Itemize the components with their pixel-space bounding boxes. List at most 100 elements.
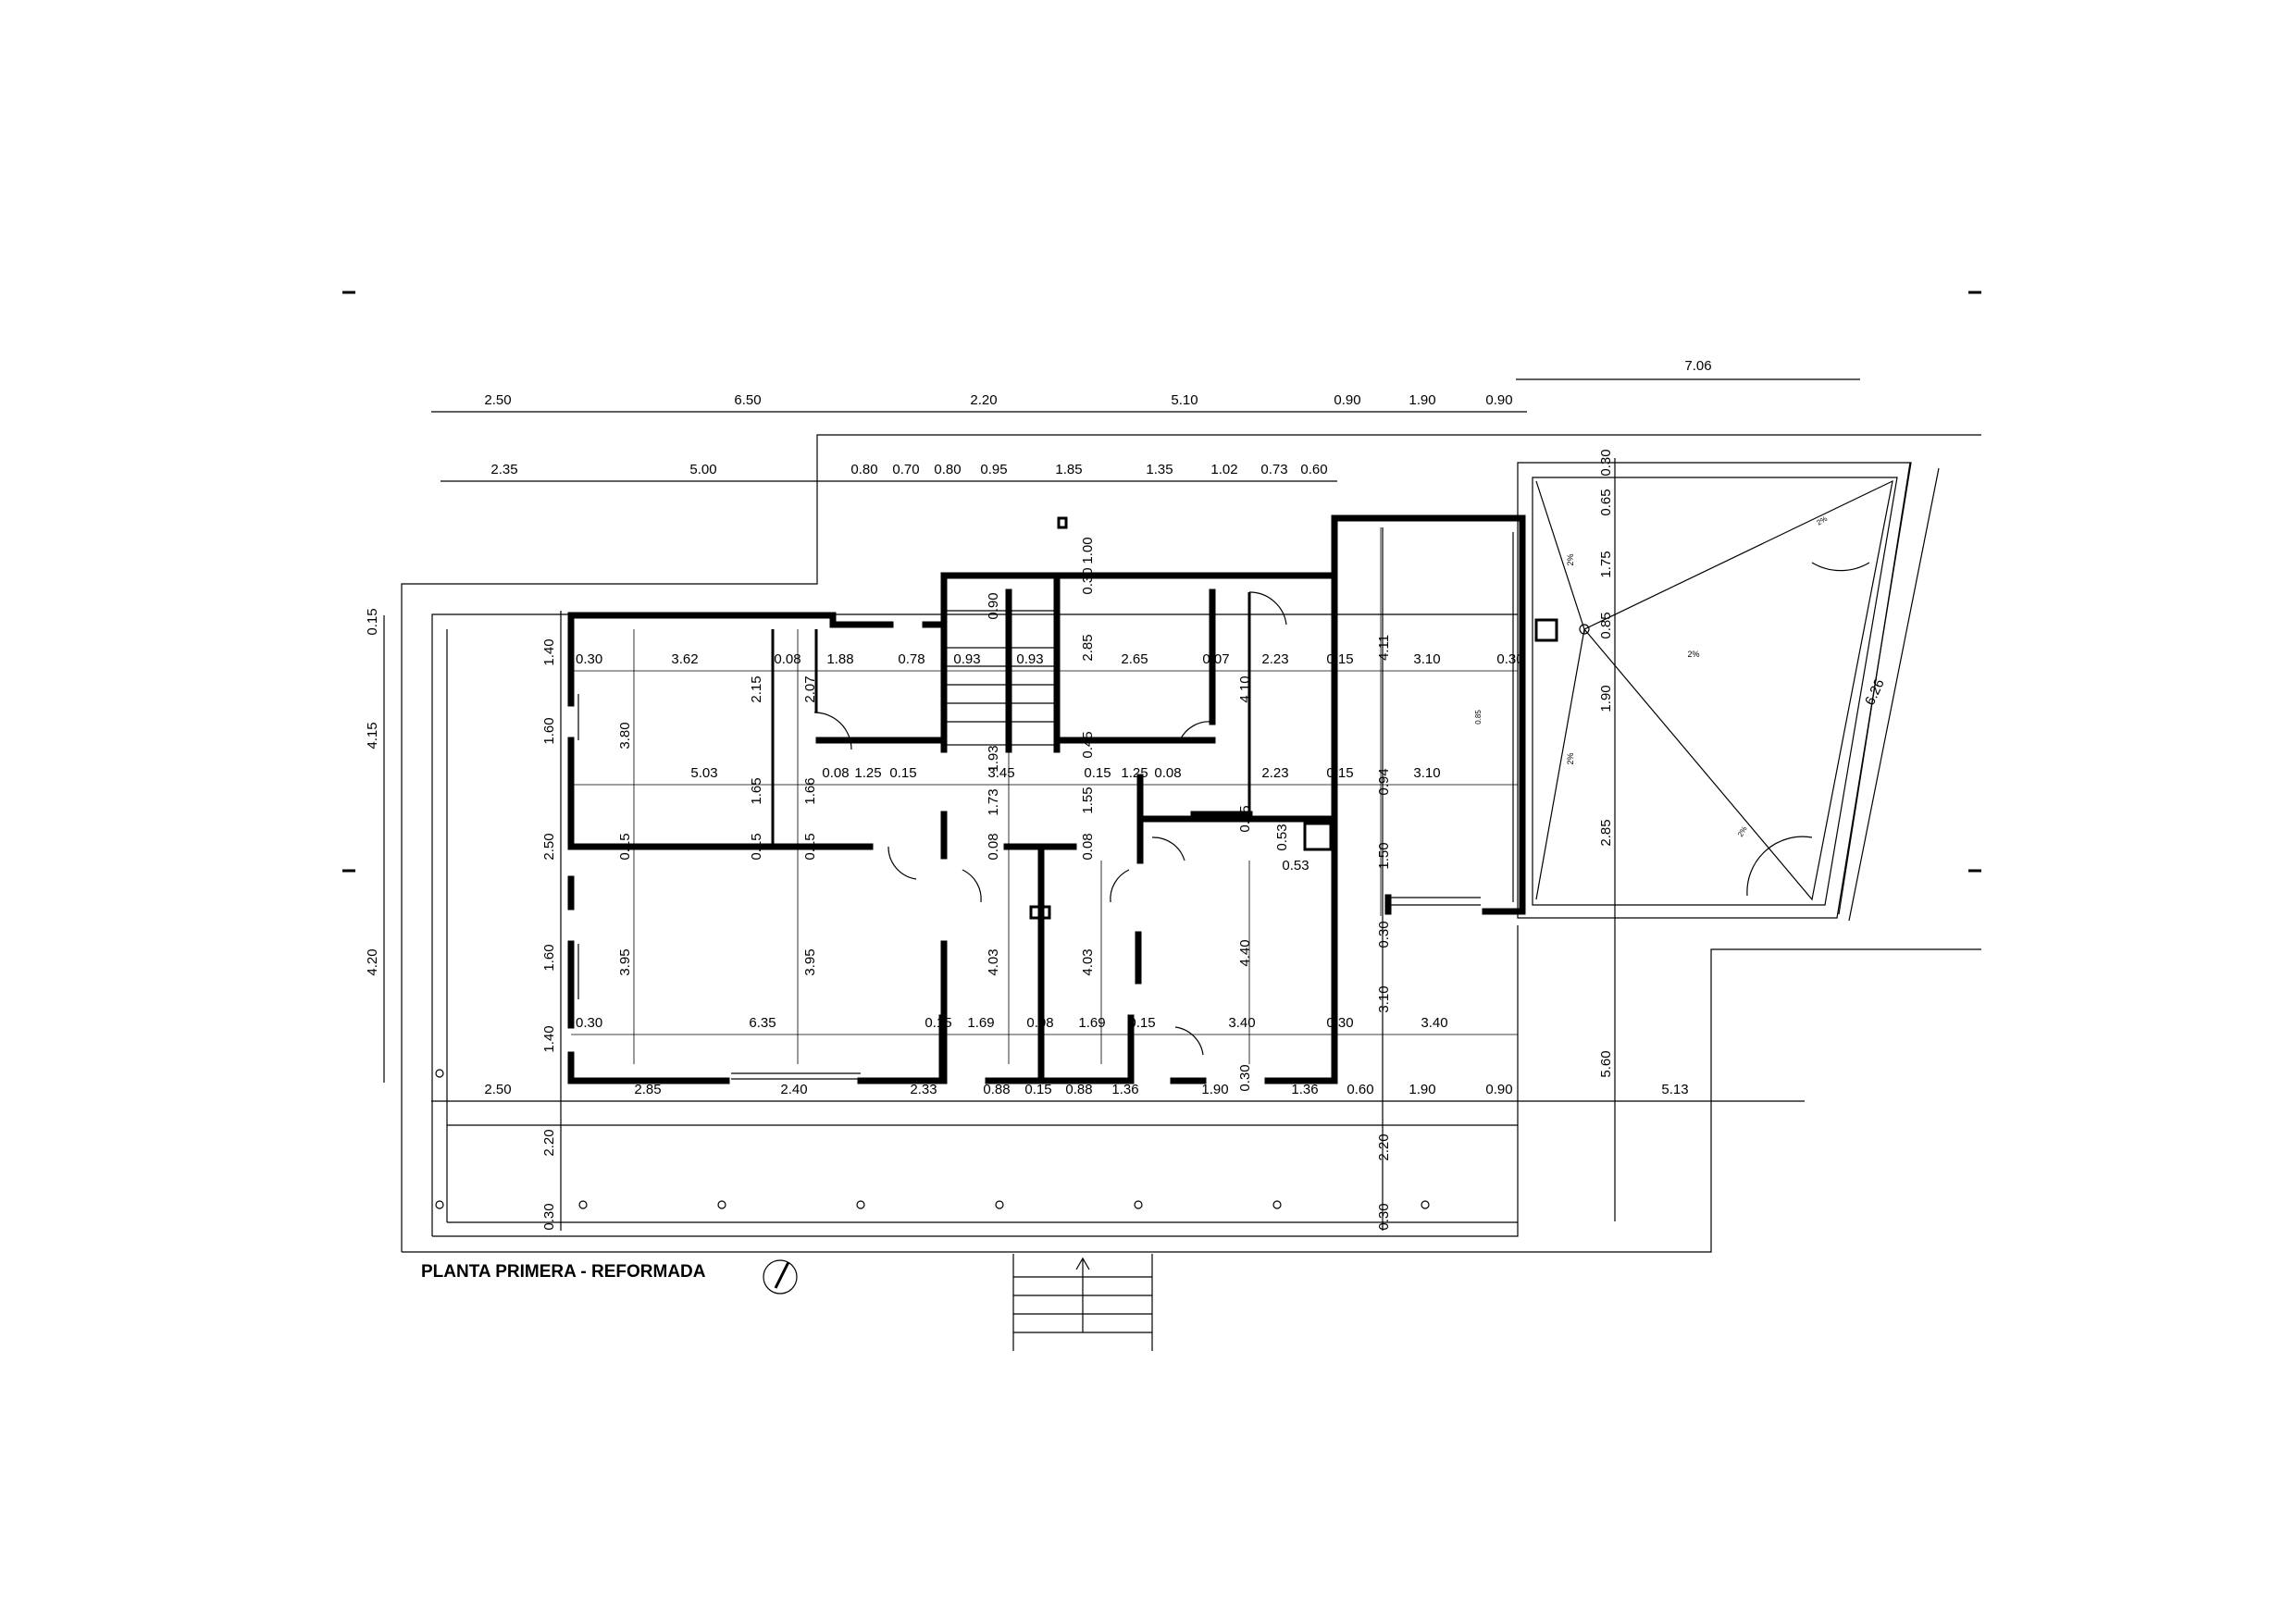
dim-top1: 6.50 <box>734 392 761 408</box>
exterior-walls <box>567 514 1526 1084</box>
dim-top2: 0.70 <box>892 462 919 477</box>
interior-dim: 1.65 <box>749 777 764 804</box>
dim-top-total: 7.06 <box>1684 358 1711 374</box>
dim-left-inner: 1.60 <box>541 717 557 744</box>
dim-bottom1: 0.88 <box>983 1082 1010 1097</box>
dim-right: 0.85 <box>1598 612 1614 638</box>
interior-dim: 3.80 <box>617 722 633 749</box>
interior-dim: 2.07 <box>802 675 818 702</box>
sheet-marks <box>342 291 1981 873</box>
dim-top2: 0.80 <box>850 462 877 477</box>
interior-dim: 0.30 <box>1376 1203 1392 1230</box>
interior-dim: 0.53 <box>1274 824 1290 850</box>
interior-dim: 3.62 <box>671 651 698 667</box>
interior-dim: 0.93 <box>953 651 980 667</box>
interior-dim: 0.94 <box>1376 768 1392 795</box>
roof-slope: 2% <box>1566 553 1575 565</box>
interior-dim: 3.40 <box>1228 1015 1255 1031</box>
interior-dim: 2.23 <box>1261 651 1288 667</box>
interior-dim: 0.15 <box>617 833 633 860</box>
interior-dim: 0.90 <box>986 592 1001 619</box>
interior-dim: 1.88 <box>826 651 853 667</box>
interior-dim: 0.08 <box>986 833 1001 860</box>
dim-bottom1: 2.33 <box>910 1082 937 1097</box>
interior-dim: 0.08 <box>774 651 800 667</box>
dim-top1: 1.90 <box>1409 392 1435 408</box>
interior-dim: 0.15 <box>1237 805 1253 832</box>
dim-top1: 2.50 <box>484 392 511 408</box>
interior-dim: 2.85 <box>1080 634 1096 661</box>
dim-bottom1: 0.60 <box>1347 1082 1373 1097</box>
dim-bottom1: 2.40 <box>780 1082 807 1097</box>
interior-dim: 0.15 <box>749 833 764 860</box>
dim-right: 0.65 <box>1598 489 1614 515</box>
interior-dim: 0.30 <box>576 1015 602 1031</box>
dim-left-inner: 1.60 <box>541 944 557 971</box>
interior-dim: 0.78 <box>898 651 925 667</box>
dim-bottom1: 1.90 <box>1201 1082 1228 1097</box>
interior-small-dim: 0.85 <box>1474 710 1483 725</box>
interior-dim: 1.50 <box>1376 842 1392 869</box>
interior-dim: 0.15 <box>889 765 916 781</box>
drawing-title: PLANTA PRIMERA - REFORMADA <box>421 1262 706 1282</box>
roof-slope: 2% <box>1815 514 1829 527</box>
dim-left-inner: 2.50 <box>541 833 557 860</box>
dim-left-inner: 0.30 <box>541 1203 557 1230</box>
interior-dim: 0.07 <box>1202 651 1229 667</box>
staircase <box>945 610 1055 746</box>
interior-dim: 0.15 <box>925 1015 951 1031</box>
dim-top1: 2.20 <box>970 392 997 408</box>
interior-dim: 0.45 <box>1080 731 1096 758</box>
interior-dim: 0.08 <box>1080 833 1096 860</box>
dim-top2: 0.60 <box>1300 462 1327 477</box>
interior-dim: 3.10 <box>1413 765 1440 781</box>
dim-top2: 1.02 <box>1210 462 1237 477</box>
dim-top1: 5.10 <box>1171 392 1198 408</box>
dim-right: 2.85 <box>1598 819 1614 846</box>
roof-slope: 2% <box>1736 824 1749 838</box>
dim-top2: 1.35 <box>1146 462 1173 477</box>
interior-dim: 0.53 <box>1282 858 1309 873</box>
roof-plan <box>1517 462 1940 922</box>
interior-dim: 0.30 <box>1326 1015 1353 1031</box>
roof-slope: 2% <box>1687 650 1699 659</box>
interior-dim: 2.23 <box>1261 765 1288 781</box>
interior-dim: 2.65 <box>1121 651 1148 667</box>
dim-bottom1: 0.15 <box>1024 1082 1051 1097</box>
interior-dim: 0.30 <box>1496 651 1523 667</box>
interior-dim: 1.55 <box>1080 787 1096 813</box>
dim-left-outer: 4.15 <box>365 722 380 749</box>
dim-top2: 0.73 <box>1260 462 1287 477</box>
windows <box>577 532 1514 1080</box>
dim-top2: 2.35 <box>490 462 517 477</box>
interior-dim: 2.15 <box>749 675 764 702</box>
interior-dim: 1.69 <box>967 1015 994 1031</box>
interior-dim: 0.08 <box>1154 765 1181 781</box>
dim-bottom1: 1.36 <box>1111 1082 1138 1097</box>
dim-right: 5.60 <box>1598 1050 1614 1077</box>
interior-dim: 1.25 <box>1121 765 1148 781</box>
interior-dim: 1.69 <box>1078 1015 1105 1031</box>
dim-right: 1.90 <box>1598 685 1614 712</box>
dim-bottom1: 0.88 <box>1065 1082 1092 1097</box>
dim-top2: 0.95 <box>980 462 1007 477</box>
interior-dim: 0.08 <box>1026 1015 1053 1031</box>
interior-dim: 0.08 <box>822 765 849 781</box>
dim-left-outer: 4.20 <box>365 948 380 975</box>
door-swings <box>813 591 1287 1056</box>
interior-dim: 6.35 <box>749 1015 776 1031</box>
entrance-steps <box>1012 1254 1153 1351</box>
interior-dim: 4.03 <box>986 948 1001 975</box>
dim-left-inner: 1.40 <box>541 1025 557 1052</box>
dim-top1: 0.90 <box>1485 392 1512 408</box>
dim-bottom1: 1.36 <box>1291 1082 1318 1097</box>
interior-dim: 4.11 <box>1376 635 1392 661</box>
terrace-posts <box>435 1069 1430 1209</box>
interior-dim: 0.15 <box>1084 765 1111 781</box>
dim-right: 0.30 <box>1598 449 1614 476</box>
dim-left-inner: 1.40 <box>541 638 557 665</box>
interior-dim: 2.20 <box>1376 1134 1392 1160</box>
interior-dim: 0.30 <box>1376 921 1392 948</box>
interior-dim: 3.10 <box>1376 985 1392 1012</box>
